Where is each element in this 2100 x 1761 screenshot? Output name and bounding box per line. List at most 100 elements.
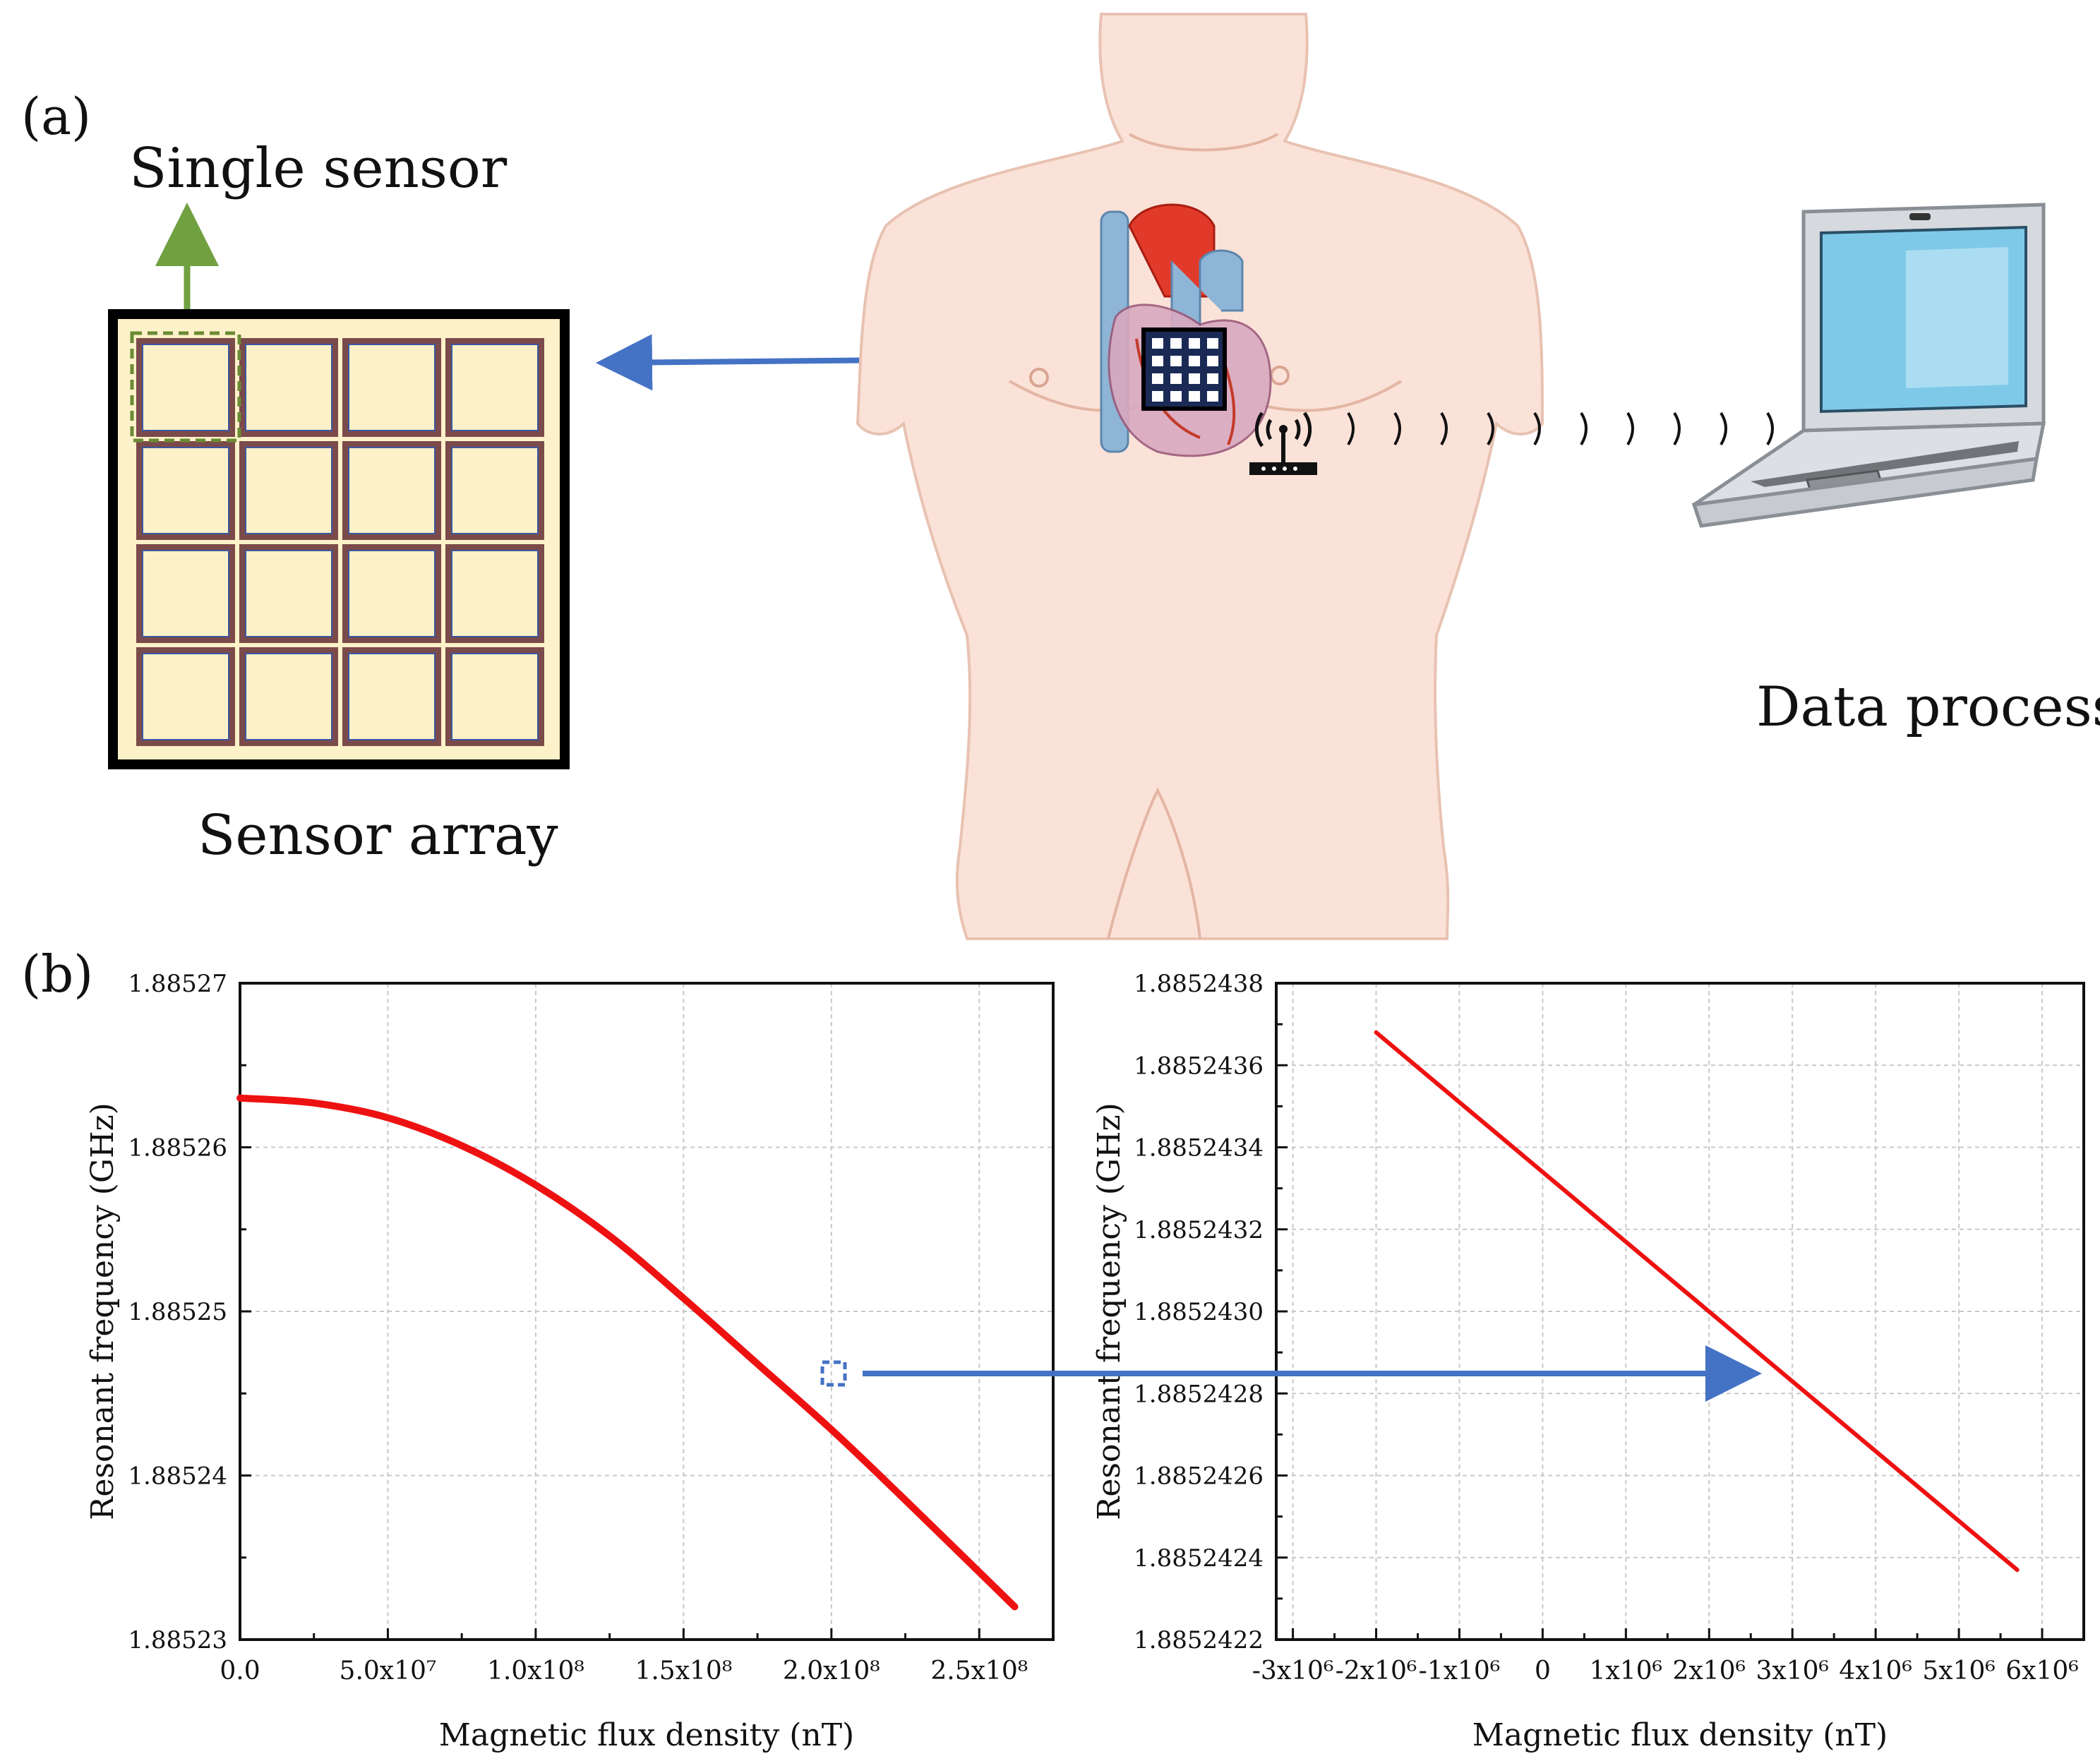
sensor-cell-inner — [348, 550, 436, 637]
x-tick-label: 0 — [1535, 1657, 1551, 1685]
y-tick-label: 1.8852422 — [1134, 1626, 1264, 1654]
y-tick-label: 1.88526 — [128, 1134, 227, 1162]
sensor-cell — [239, 441, 338, 540]
chest-array-cell — [1207, 373, 1218, 384]
sensor-cell — [342, 544, 441, 643]
sensor-cell-inner — [348, 344, 436, 431]
y-tick-label: 1.8852430 — [1134, 1298, 1264, 1326]
laptop-icon — [1691, 203, 2046, 528]
chest-array-cell — [1170, 338, 1182, 349]
sensor-cell-inner — [245, 550, 332, 637]
signal-wave — [1766, 411, 1774, 446]
sensor-cell-inner — [451, 550, 539, 637]
y-tick-label: 1.88525 — [128, 1298, 227, 1326]
panel-a: (a) Single sensor Sensor array — [21, 13, 2100, 940]
wireless-router-icon — [1249, 411, 1317, 475]
x-tick-label: 2x10⁶ — [1673, 1657, 1746, 1685]
sensor-cell — [445, 441, 544, 540]
chart-right: -3x10⁶-2x10⁶-1x10⁶ 0 1x10⁶ 2x10⁶ 3x10⁶ 4x10⁶ 5… — [1091, 970, 2085, 1753]
y-axis-label: Resonant frequency (GHz) — [1091, 1102, 1127, 1520]
chest-array-cell — [1207, 338, 1218, 349]
x-tick-label: 1.0x10⁸ — [487, 1657, 584, 1685]
sensor-array-label: Sensor array — [198, 804, 558, 867]
signal-wave — [1487, 411, 1494, 446]
chest-array-cell — [1170, 373, 1182, 384]
sensor-cell-inner — [245, 653, 332, 740]
sensor-cell — [445, 647, 544, 746]
x-tick-label: 5.0x10⁷ — [340, 1657, 437, 1685]
signal-wave — [1580, 411, 1588, 446]
sensor-cell-inner — [451, 344, 539, 431]
chest-array-cell — [1207, 391, 1218, 402]
sensor-cell — [445, 338, 544, 437]
y-tick-label: 1.88523 — [128, 1626, 227, 1654]
sensor-cell-inner — [348, 447, 436, 534]
x-tick-label: -3x10⁶ — [1252, 1657, 1334, 1685]
y-axis-label: Resonant frequency (GHz) — [85, 1102, 121, 1520]
x-tick-label: 3x10⁶ — [1756, 1657, 1828, 1685]
chest-array-cell — [1152, 373, 1163, 384]
sensor-cell-inner — [142, 550, 229, 637]
chest-array-cell — [1189, 338, 1200, 349]
chest-sensor-array — [1141, 327, 1227, 411]
left-nipple — [1029, 368, 1049, 387]
signal-wave — [1393, 411, 1401, 446]
y-tick-label: 1.8852436 — [1134, 1052, 1264, 1080]
sensor-cell-inner — [451, 653, 539, 740]
x-tick-label: 2.5x10⁸ — [930, 1657, 1028, 1685]
sensor-cell-inner — [348, 653, 436, 740]
signal-wave — [1533, 411, 1541, 446]
sensor-cell — [239, 647, 338, 746]
y-tick-label: 1.8852438 — [1134, 970, 1264, 998]
signal-wave — [1720, 411, 1727, 446]
y-tick-label: 1.8852434 — [1134, 1134, 1264, 1162]
sensor-array — [108, 309, 570, 769]
chest-array-cell — [1152, 338, 1163, 349]
sensor-cell-inner — [245, 447, 332, 534]
signal-wave — [1626, 411, 1634, 446]
x-tick-label: 5x10⁶ — [1922, 1657, 1995, 1685]
sensor-cell — [342, 441, 441, 540]
y-tick-label: 1.8852432 — [1134, 1216, 1264, 1244]
chest-array-cell — [1152, 391, 1163, 402]
sensor-cell-inner — [142, 447, 229, 534]
y-tick-label: 1.8852428 — [1134, 1380, 1264, 1408]
sensor-cell — [445, 544, 544, 643]
sensor-cell — [342, 338, 441, 437]
chest-array-cell — [1189, 356, 1200, 366]
sensor-cell-inner — [142, 653, 229, 740]
x-tick-label: 2.0x10⁸ — [783, 1657, 880, 1685]
y-tick-label: 1.8852426 — [1134, 1462, 1264, 1491]
sensor-cell — [342, 647, 441, 746]
sensor-cell-inner — [142, 344, 229, 431]
x-axis-label: Magnetic flux density (nT) — [439, 1717, 854, 1753]
chest-array-cell — [1207, 356, 1218, 366]
data-process-label: Data process — [1756, 675, 2100, 739]
series-line — [1374, 1030, 2020, 1573]
x-tick-label: 4x10⁶ — [1839, 1657, 1912, 1685]
x-tick-label: -1x10⁶ — [1419, 1657, 1501, 1685]
sensor-cell — [136, 647, 235, 746]
chest-array-cell — [1189, 391, 1200, 402]
sensor-cell — [239, 338, 338, 437]
signal-waves — [1347, 411, 1774, 446]
chest-array-cell — [1170, 356, 1182, 366]
chest-array-cell — [1152, 356, 1163, 366]
chest-array-cell — [1189, 373, 1200, 384]
x-tick-label: -2x10⁶ — [1336, 1657, 1417, 1685]
x-tick-label: 0.0 — [220, 1657, 260, 1685]
x-tick-label: 1x10⁶ — [1590, 1657, 1662, 1685]
x-tick-label: 1.5x10⁸ — [635, 1657, 732, 1685]
sensor-cell-inner — [245, 344, 332, 431]
sensor-cell — [136, 544, 235, 643]
series-line — [236, 1094, 1019, 1611]
signal-wave — [1673, 411, 1681, 446]
sensor-cell — [136, 441, 235, 540]
sensor-cell-inner — [451, 447, 539, 534]
chart-left: 0.0 5.0x10⁷ 1.0x10⁸ 1.5x10⁸ 2.0x10⁸ 2.5x10⁸ 1.… — [85, 970, 1055, 1753]
human-torso-illustration — [856, 13, 1544, 940]
sensor-cell — [239, 544, 338, 643]
signal-wave — [1347, 411, 1355, 446]
